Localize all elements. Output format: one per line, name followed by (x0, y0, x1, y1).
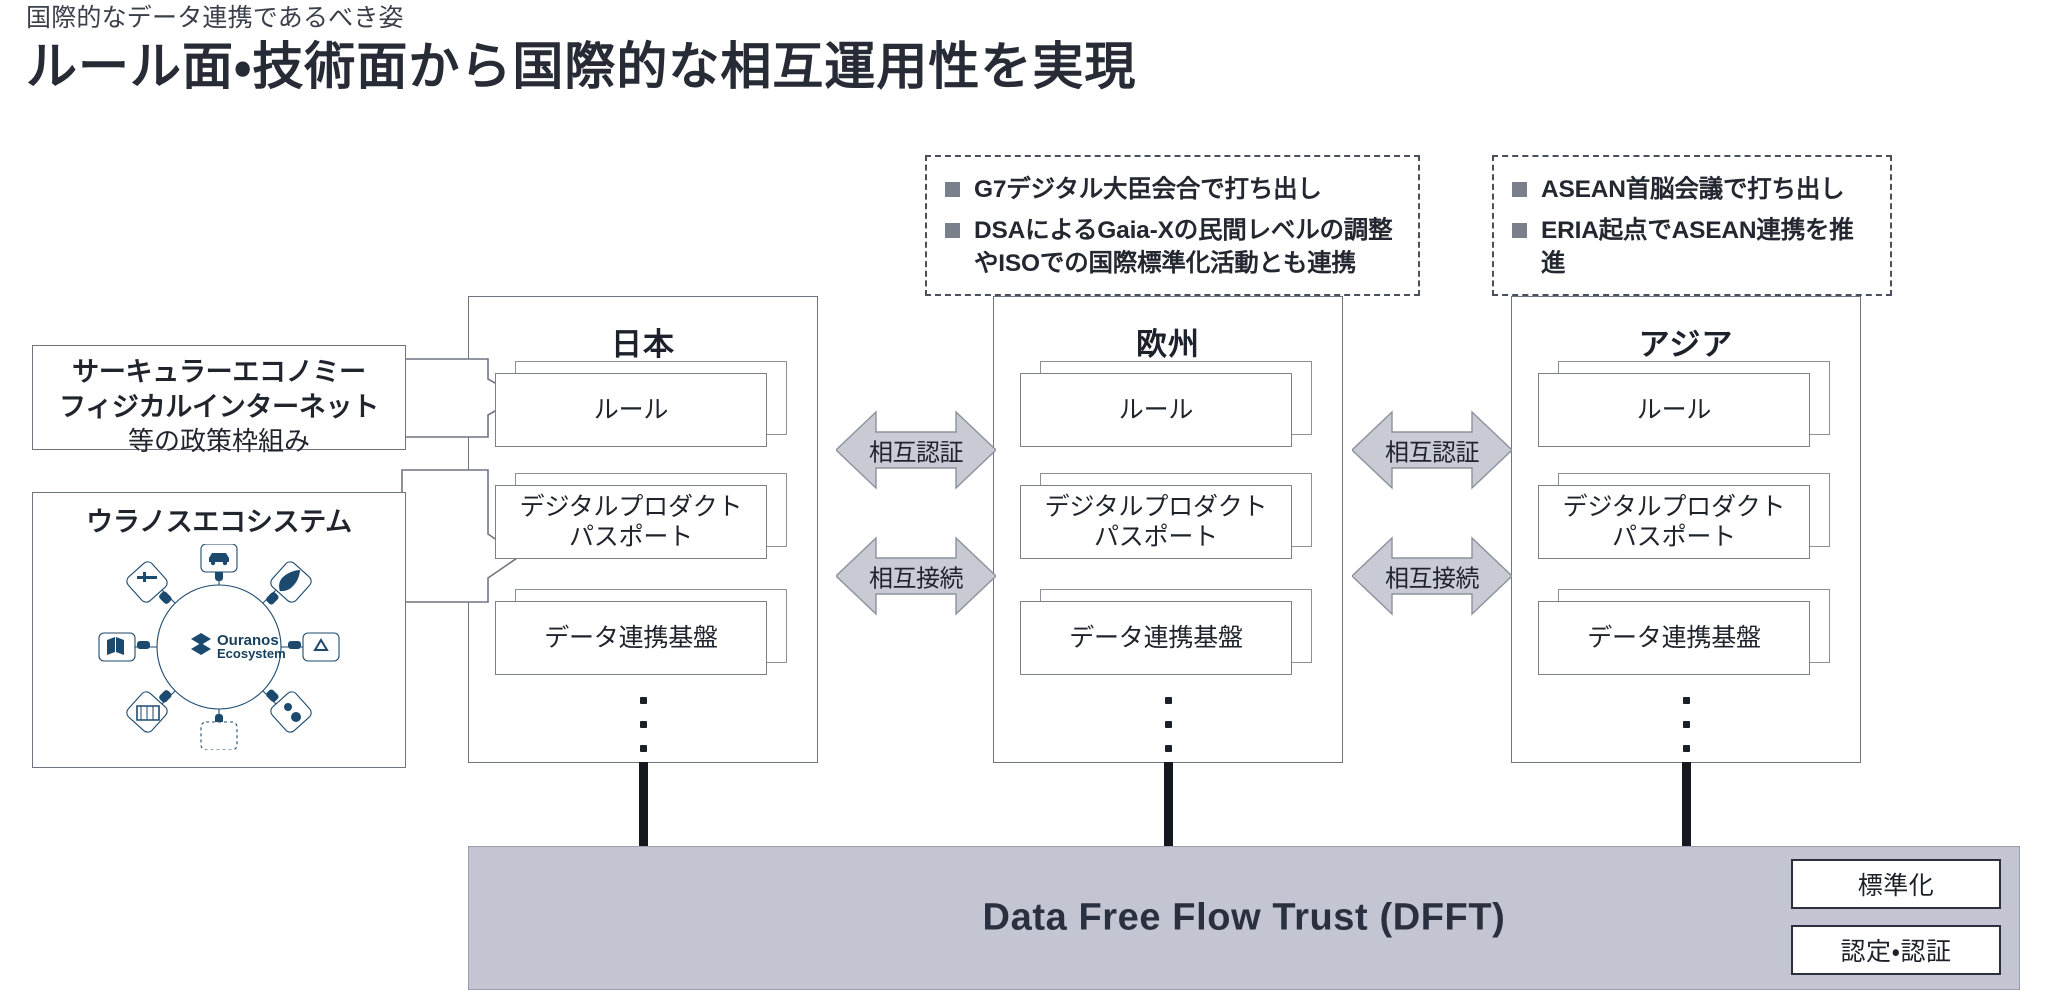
badge-standardization: 標準化 (1791, 859, 2001, 909)
card-front: デジタルプロダクト パスポート (495, 485, 767, 559)
card-front: ルール (495, 373, 767, 447)
vertical-ellipsis-icon (994, 697, 1342, 752)
double-arrow-icon (1352, 410, 1512, 490)
region-title: 日本 (611, 327, 675, 362)
card-front: データ連携基盤 (495, 601, 767, 675)
region-column-europe: 欧州 ルール デジタルプロダクト パスポート データ連携基盤 (993, 296, 1343, 763)
arrow-mutual-connection-eu-asia: 相互接続 (1352, 530, 1512, 622)
uranos-ecosystem-graphic: Ouranos Ecosystem (69, 544, 369, 751)
note-item: DSAによるGaia-Xの民間レベルの調整やISOでの国際標準化活動とも連携 (939, 215, 1404, 280)
connector-asia-to-dfft (1682, 762, 1691, 850)
card-stack-dpp: デジタルプロダクト パスポート (1538, 473, 1830, 561)
card-front: デジタルプロダクト パスポート (1538, 485, 1810, 559)
bullet-square-icon (945, 223, 960, 239)
card-stack-data-platform: データ連携基盤 (1538, 589, 1830, 677)
card-stack-rule: ルール (495, 361, 787, 449)
note-item-text: G7デジタル大臣会合で打ち出し (974, 176, 1322, 203)
panel-policy-line1: サーキュラーエコノミー (72, 357, 366, 387)
card-stack-data-platform: データ連携基盤 (1020, 589, 1312, 677)
panel-policy-line2: フィジカルインターネット (59, 392, 379, 423)
double-arrow-icon (1352, 536, 1512, 616)
panel-policy-frameworks: サーキュラーエコノミー フィジカルインターネット 等の政策枠組み (32, 345, 522, 456)
panel-uranos-ecosystem: ウラノスエコシステム (32, 469, 522, 768)
page-title: ルール面・技術面から国際的な相互運用性を実現 (26, 38, 1137, 95)
bullet-square-icon (1512, 182, 1527, 197)
badge-label: 標準化 (1857, 872, 1935, 900)
card-label: デジタルプロダクト (519, 492, 743, 521)
region-column-asia: アジア ルール デジタルプロダクト パスポート データ連携基盤 (1511, 296, 1861, 763)
card-stack-data-platform: データ連携基盤 (495, 589, 787, 677)
slide-eyebrow: 国際的なデータ連携であるべき姿 (26, 4, 404, 32)
region-title: 欧州 (1136, 327, 1200, 362)
arrow-mutual-certification-eu-asia: 相互認証 (1352, 404, 1512, 496)
region-title: アジア (1638, 327, 1734, 362)
panel-policy-line3: 等の政策枠組み (127, 426, 310, 457)
arrow-mutual-certification-jp-eu: 相互認証 (836, 404, 996, 496)
bullet-square-icon (1512, 223, 1527, 239)
card-front: ルール (1538, 373, 1810, 447)
card-front: データ連携基盤 (1538, 601, 1810, 675)
card-stack-dpp: デジタルプロダクト パスポート (1020, 473, 1312, 561)
panel-policy-body: サーキュラーエコノミー フィジカルインターネット 等の政策枠組み (32, 345, 406, 456)
uranos-center-line2: Ecosystem (217, 646, 286, 661)
vertical-ellipsis-icon (469, 697, 817, 752)
callout-note-asean: ASEAN首脳会議で打ち出し ERIA起点でASEAN連携を推進 (1492, 155, 1892, 296)
card-label: ルール (1118, 395, 1194, 424)
double-arrow-icon (836, 410, 996, 490)
note-item-text: ASEAN首脳会議で打ち出し (1541, 176, 1845, 203)
card-front: ルール (1020, 373, 1292, 447)
card-stack-rule: ルール (1020, 361, 1312, 449)
card-stack-dpp: デジタルプロダクト パスポート (495, 473, 787, 561)
card-label: データ連携基盤 (1587, 623, 1761, 652)
uranos-center-line1: Ouranos (217, 632, 279, 649)
uranos-diagram-svg: Ouranos Ecosystem (98, 544, 340, 751)
panel-uranos-title: ウラノスエコシステム (86, 507, 352, 537)
connector-europe-to-dfft (1164, 762, 1173, 850)
card-label: デジタルプロダクト (1044, 492, 1268, 521)
connector-japan-to-dfft (639, 762, 648, 850)
card-label: ルール (593, 395, 669, 424)
card-label: ルール (1636, 395, 1712, 424)
note-item-text: DSAによるGaia-Xの民間レベルの調整やISOでの国際標準化活動とも連携 (974, 217, 1393, 277)
vertical-ellipsis-icon (1512, 697, 1860, 752)
callout-tail-uranos (401, 469, 522, 603)
card-label-2: パスポート (568, 523, 693, 551)
card-label: デジタルプロダクト (1562, 492, 1786, 521)
badge-label: 認定・認証 (1840, 938, 1952, 966)
note-item: G7デジタル大臣会合で打ち出し (939, 174, 1404, 206)
arrow-mutual-connection-jp-eu: 相互接続 (836, 530, 996, 622)
card-label-2: パスポート (1093, 523, 1218, 551)
region-column-japan: 日本 ルール デジタルプロダクト パスポート データ連携基盤 (468, 296, 818, 763)
badge-accreditation-certification: 認定・認証 (1791, 925, 2001, 975)
card-label-2: パスポート (1611, 523, 1736, 551)
card-front: デジタルプロダクト パスポート (1020, 485, 1292, 559)
card-front: データ連携基盤 (1020, 601, 1292, 675)
foundation-label: Data Free Flow Trust (DFFT) (982, 896, 1506, 939)
note-item-text: ERIA起点でASEAN連携を推進 (1541, 217, 1854, 277)
callout-note-g7: G7デジタル大臣会合で打ち出し DSAによるGaia-Xの民間レベルの調整やIS… (925, 155, 1420, 296)
foundation-bar-dfft: Data Free Flow Trust (DFFT) 標準化 認定・認証 (468, 846, 2020, 990)
card-label: データ連携基盤 (1069, 623, 1243, 652)
card-stack-rule: ルール (1538, 361, 1830, 449)
bullet-square-icon (945, 182, 960, 197)
double-arrow-icon (836, 536, 996, 616)
note-item: ERIA起点でASEAN連携を推進 (1506, 215, 1876, 280)
note-item: ASEAN首脳会議で打ち出し (1506, 174, 1876, 206)
panel-uranos-body: ウラノスエコシステム (32, 492, 406, 768)
card-label: データ連携基盤 (544, 623, 718, 652)
